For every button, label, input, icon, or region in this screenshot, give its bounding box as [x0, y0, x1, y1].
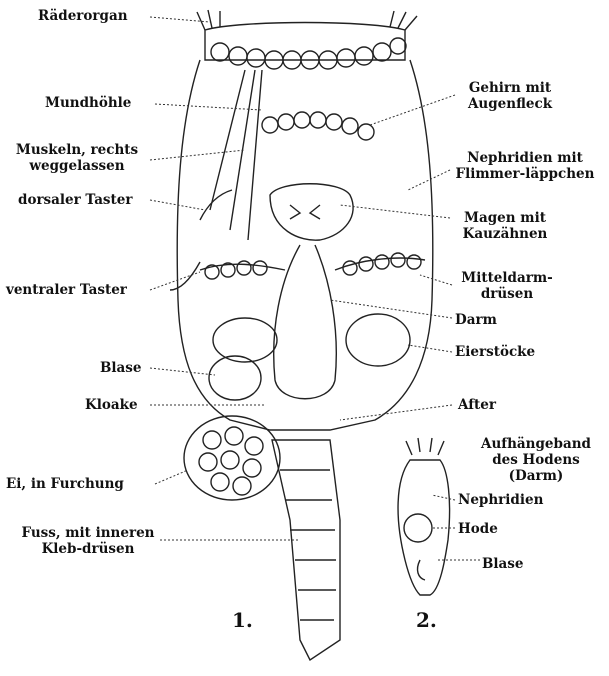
label-nephridien-flimmer: Nephridien mit Flimmer-läppchen — [450, 150, 600, 182]
dorsal-palp — [200, 190, 232, 220]
label-mitteldarm: Mitteldarm-drüsen — [452, 270, 562, 302]
label-darm: Darm — [455, 312, 497, 328]
gut — [274, 245, 337, 399]
figure-number-1: 1. — [232, 608, 253, 632]
foot — [272, 440, 340, 660]
label-fuss: Fuss, mit inneren Kleb-drüsen — [18, 525, 158, 557]
label-aufhangeband: Aufhängeband des Hodens (Darm) — [476, 436, 596, 484]
label-after: After — [458, 397, 496, 413]
label-ei: Ei, in Furchung — [6, 476, 124, 492]
fig2-cilia — [406, 438, 444, 455]
corona — [205, 23, 405, 61]
label-magen: Magen mit Kauzähnen — [450, 210, 560, 242]
corona-cells — [211, 38, 406, 69]
ovary-left — [213, 318, 277, 362]
figure-number-2: 2. — [416, 608, 437, 632]
label-nephridien: Nephridien — [458, 492, 543, 508]
label-blase-2: Blase — [482, 556, 523, 572]
egg — [184, 416, 280, 500]
ovary-right — [346, 314, 410, 366]
label-kloake: Kloake — [85, 397, 138, 413]
label-hode: Hode — [458, 521, 498, 537]
label-mundhohle: Mundhöhle — [45, 95, 131, 111]
corona-cilia — [197, 10, 417, 30]
fig2-bladder — [418, 560, 425, 580]
bladder — [209, 356, 261, 400]
label-gehirn: Gehirn mit Augenfleck — [455, 80, 565, 112]
leader-lines — [150, 17, 480, 560]
body-outline — [177, 60, 433, 430]
brain-cells — [262, 112, 374, 140]
ventral-palp — [170, 262, 200, 290]
label-dorsaler-taster: dorsaler Taster — [18, 192, 132, 208]
label-eierstocke: Eierstöcke — [455, 344, 535, 360]
label-muskeln: Muskeln, rechts weggelassen — [3, 142, 151, 174]
mastax — [290, 205, 320, 219]
label-ventraler-taster: ventraler Taster — [6, 282, 127, 298]
label-raderorgan: Räderorgan — [38, 8, 128, 24]
muscle — [210, 70, 262, 240]
fig2-testis — [404, 514, 432, 542]
label-blase: Blase — [100, 360, 141, 376]
